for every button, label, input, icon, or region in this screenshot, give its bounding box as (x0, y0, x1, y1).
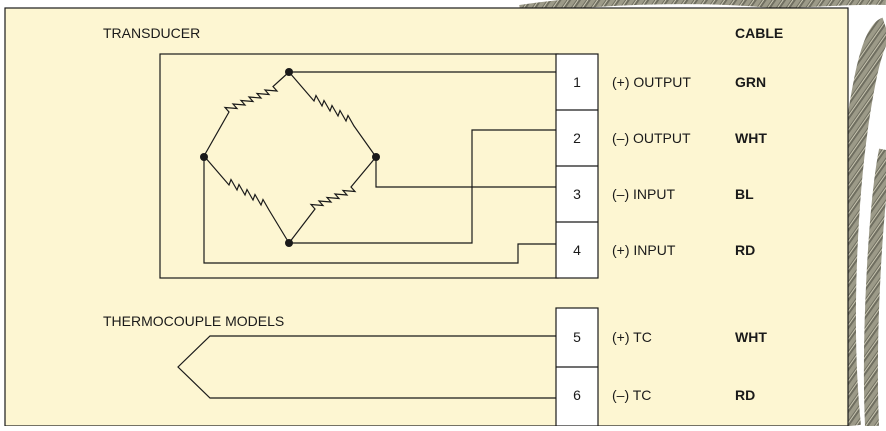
pin-number: 6 (573, 387, 581, 403)
wire-color: GRN (735, 74, 766, 90)
resistor-bottom-left (203, 155, 290, 244)
pin-number: 3 (573, 186, 581, 202)
pin-number: 5 (573, 329, 581, 345)
resistor-bottom-right (288, 156, 377, 244)
terminal-row: 1 (+) OUTPUT GRN (573, 74, 766, 90)
wire-color: WHT (735, 329, 767, 345)
terminal-row: 6 (–) TC RD (573, 387, 755, 403)
terminal-row: 2 (–) OUTPUT WHT (573, 130, 767, 146)
wire-pin4 (203, 157, 556, 264)
cable-sheath-back (863, 148, 886, 427)
wire-color: RD (735, 387, 755, 403)
terminal-row: 3 (–) INPUT BL (573, 186, 754, 202)
wire-color: WHT (735, 130, 767, 146)
pin-function: (–) OUTPUT (612, 130, 691, 146)
pin-number: 4 (573, 242, 581, 258)
thermocouple-heading: THERMOCOUPLE MODELS (103, 313, 284, 329)
terminal-row: 5 (+) TC WHT (573, 329, 767, 345)
terminal-block-transducer (555, 53, 599, 279)
wire-pin3 (375, 157, 556, 188)
cable-heading: CABLE (735, 25, 783, 41)
terminal-block-thermocouple (555, 307, 599, 427)
pin-function: (–) INPUT (612, 186, 675, 202)
pin-function: (+) INPUT (612, 242, 676, 258)
pin-function: (–) TC (612, 387, 651, 403)
wire-color: BL (735, 186, 754, 202)
pin-number: 2 (573, 130, 581, 146)
terminal-row: 4 (+) INPUT RD (573, 242, 755, 258)
wire-color: RD (735, 242, 755, 258)
pin-number: 1 (573, 74, 581, 90)
cable-sheath-top (519, 0, 886, 15)
thermocouple-junction (177, 335, 556, 399)
wheatstone-bridge (203, 71, 377, 244)
resistor-top-left (203, 71, 290, 157)
pin-function: (+) OUTPUT (612, 74, 691, 90)
transducer-heading: TRANSDUCER (103, 25, 200, 41)
diagram-panel (4, 7, 849, 427)
pin-function: (+) TC (612, 329, 652, 345)
resistor-top-right (288, 71, 377, 158)
